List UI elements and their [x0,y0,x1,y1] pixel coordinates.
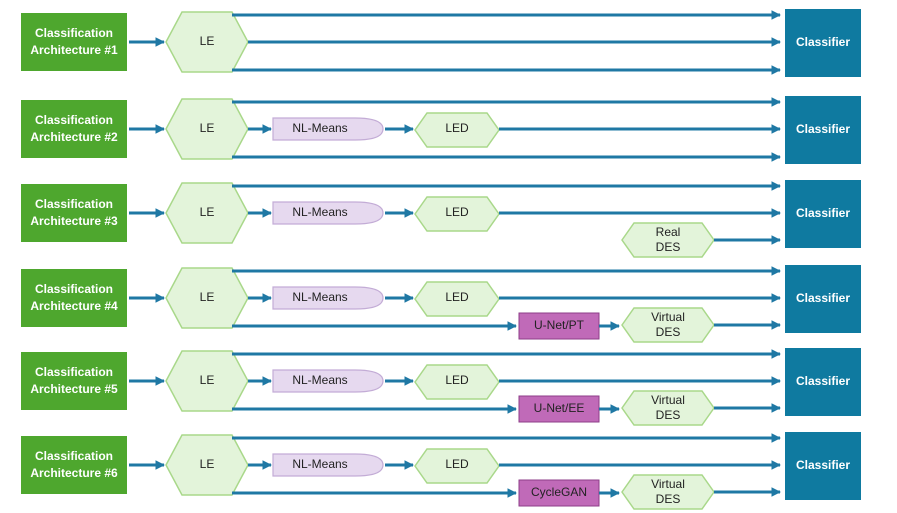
classifier-label: Classifier [796,291,850,305]
generator-box [518,312,600,340]
generator-label: CycleGAN [531,485,587,499]
generator-box [518,395,600,423]
classifier-box [785,265,861,333]
led-label: LED [445,290,469,304]
nlmeans-shape [272,369,384,393]
architecture-label-line2: Architecture #1 [30,43,118,57]
architecture-label-line2: Architecture #5 [30,382,118,396]
generator-label: U-Net/PT [534,318,585,332]
architecture-label-line2: Architecture #3 [30,214,118,228]
architecture-box [21,100,127,158]
classifier-box [785,348,861,416]
des-label-line2: DES [656,492,681,506]
nlmeans-label: NL-Means [292,121,347,135]
architecture-label-line1: Classification [35,26,113,40]
led-label: LED [445,373,469,387]
classifier-box [785,432,861,500]
des-label-line2: DES [656,408,681,422]
classifier-box [785,180,861,248]
generator-label: U-Net/EE [534,401,585,415]
led-label: LED [445,457,469,471]
led-label: LED [445,205,469,219]
nlmeans-label: NL-Means [292,373,347,387]
des-label-line1: Virtual [651,477,685,491]
architecture-box [21,436,127,494]
nlmeans-shape [272,453,384,477]
classifier-label: Classifier [796,374,850,388]
classifier-label: Classifier [796,458,850,472]
classifier-box [785,96,861,164]
le-label: LE [200,457,215,471]
des-label-line1: Real [656,225,681,239]
classifier-label: Classifier [796,122,850,136]
nlmeans-shape [272,286,384,310]
architecture-label-line2: Architecture #2 [30,130,118,144]
nlmeans-label: NL-Means [292,205,347,219]
architecture-box [21,184,127,242]
classifier-label: Classifier [796,206,850,220]
classifier-label: Classifier [796,35,850,49]
des-label-line2: DES [656,240,681,254]
nlmeans-label: NL-Means [292,290,347,304]
le-label: LE [200,121,215,135]
des-label-line2: DES [656,325,681,339]
architecture-box [21,269,127,327]
nlmeans-label: NL-Means [292,457,347,471]
led-label: LED [445,121,469,135]
nlmeans-shape [272,201,384,225]
architecture-box [21,352,127,410]
le-label: LE [200,290,215,304]
le-label: LE [200,205,215,219]
architecture-label-line2: Architecture #6 [30,466,118,480]
architecture-label-line2: Architecture #4 [30,299,118,313]
le-label: LE [200,34,215,48]
architecture-label-line1: Classification [35,365,113,379]
classifier-box [785,9,861,77]
architecture-box [21,13,127,71]
le-label: LE [200,373,215,387]
des-label-line1: Virtual [651,393,685,407]
architecture-label-line1: Classification [35,282,113,296]
architecture-label-line1: Classification [35,197,113,211]
nlmeans-shape [272,117,384,141]
architecture-label-line1: Classification [35,449,113,463]
architecture-label-line1: Classification [35,113,113,127]
des-label-line1: Virtual [651,310,685,324]
generator-box [518,479,600,507]
